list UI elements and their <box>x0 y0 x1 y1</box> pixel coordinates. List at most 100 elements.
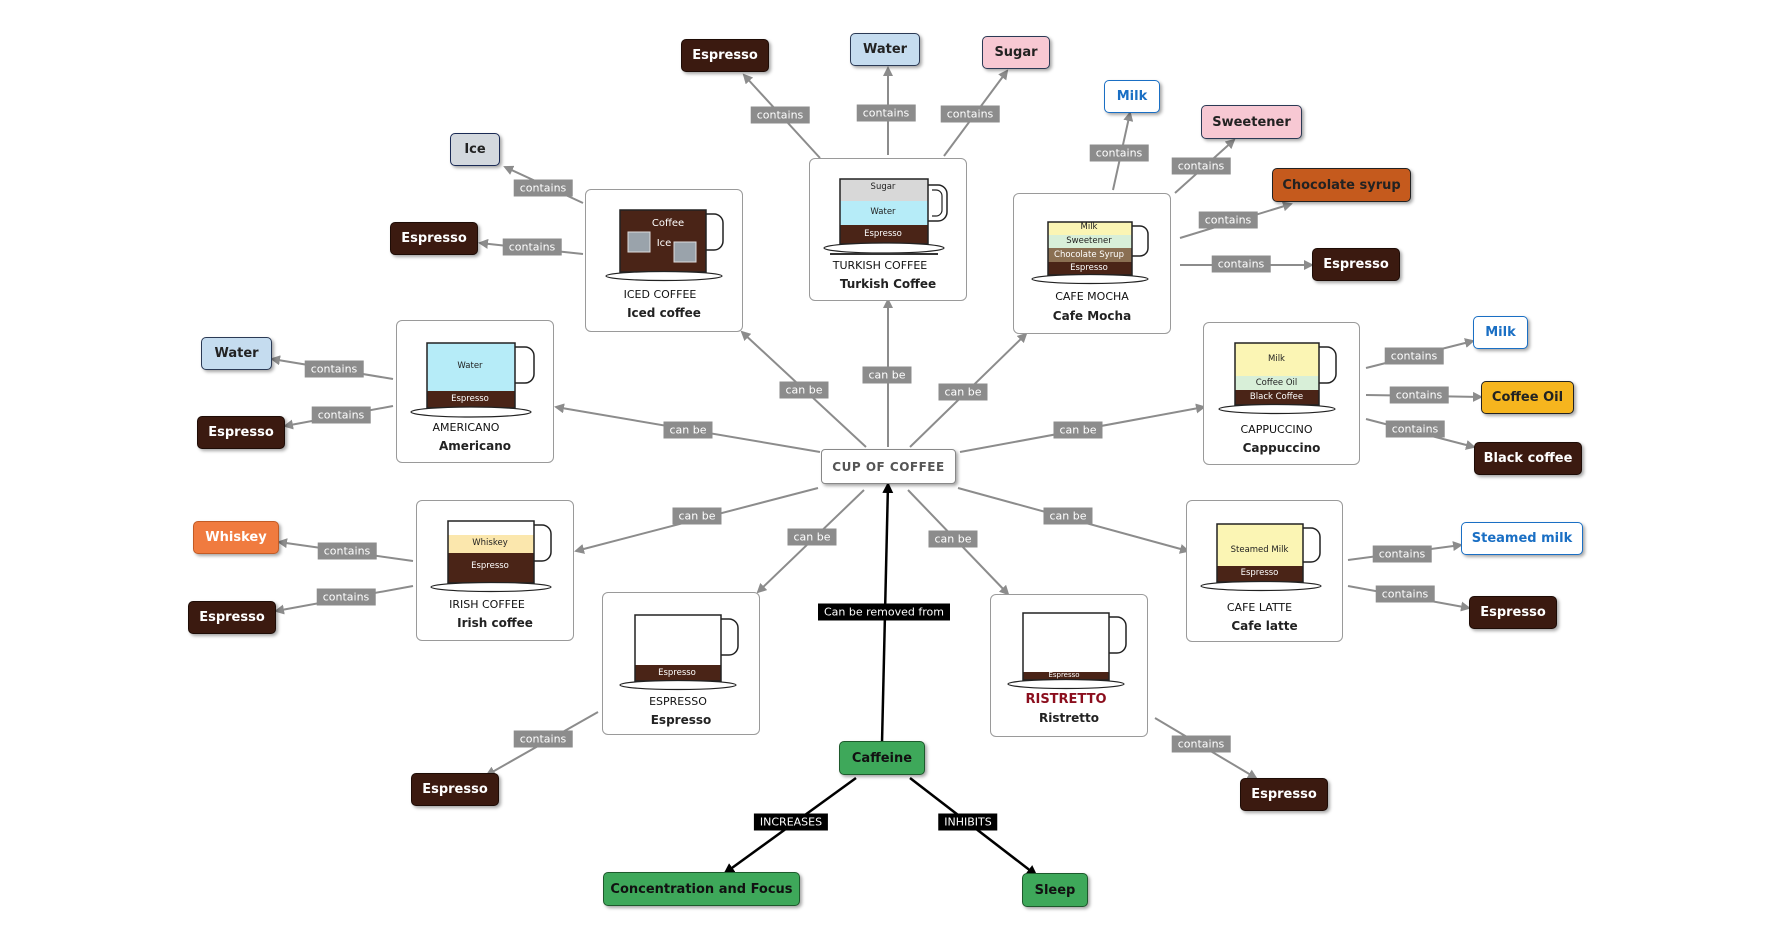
edge-label-contains: contains <box>304 360 364 378</box>
turkish-ingredient-water[interactable]: Water <box>850 33 920 66</box>
mocha-layer-espresso: Espresso <box>1070 263 1108 273</box>
iced-caption-upper: ICED COFFEE <box>623 288 697 301</box>
latte-layer-steamedmilk: Steamed Milk <box>1230 545 1289 555</box>
turkish-caption-upper: TURKISH COFFEE <box>832 259 928 272</box>
turkish-cup-icon <box>823 178 948 255</box>
edge-label-contains: contains <box>1389 386 1449 404</box>
cappuccino-caption-upper: CAPPUCCINO <box>1240 423 1313 436</box>
edge-label-increases: INCREASES <box>753 813 829 831</box>
cup-of-coffee-label: CUP OF COFFEE <box>832 459 945 474</box>
cappuccino-layer-coffeeoil: Coffee Oil <box>1255 378 1298 388</box>
ingredient-label: Espresso <box>422 782 488 797</box>
mocha-ingredient-milk[interactable]: Milk <box>1104 80 1160 113</box>
drink-card-irish[interactable]: Whiskey Espresso IRISH COFFEE Irish coff… <box>416 500 574 641</box>
ingredient-label: Espresso <box>1251 787 1317 802</box>
iced-caption: Iced coffee <box>627 306 701 320</box>
edge-label-inhibits: INHIBITS <box>938 813 998 831</box>
americano-caption: Americano <box>439 439 511 453</box>
americano-ingredient-water[interactable]: Water <box>201 337 272 370</box>
mocha-layer-milk: Milk <box>1080 222 1098 232</box>
latte-ingredient-steamed-milk[interactable]: Steamed milk <box>1461 522 1583 555</box>
drink-card-espresso[interactable]: Espresso ESPRESSO Espresso <box>602 592 760 735</box>
cappuccino-layer-blackcoffee: Black Coffee <box>1249 392 1304 402</box>
cappuccino-ingredient-black-coffee[interactable]: Black coffee <box>1474 442 1582 475</box>
espresso-layer-espresso: Espresso <box>658 668 696 678</box>
irish-caption-upper: IRISH COFFEE <box>449 598 525 611</box>
edge-label-can-be: can be <box>1053 421 1103 439</box>
ristretto-caption: Ristretto <box>1038 711 1099 725</box>
ristretto-layer-espresso: Espresso <box>1048 671 1080 679</box>
americano-layer-water: Water <box>457 361 483 371</box>
ristretto-ingredient-espresso[interactable]: Espresso <box>1240 778 1328 811</box>
drink-card-americano[interactable]: Water Espresso AMERICANO Americano <box>396 320 554 463</box>
edge-label-contains: contains <box>311 406 371 424</box>
turkish-ingredient-sugar[interactable]: Sugar <box>982 36 1050 69</box>
edge-label-contains: contains <box>316 588 376 606</box>
edge-label-contains: contains <box>1375 585 1435 603</box>
edge-label-contains: contains <box>1384 347 1444 365</box>
mocha-ingredient-chocolate-syrup[interactable]: Chocolate syrup <box>1272 168 1411 202</box>
iced-ingredient-espresso[interactable]: Espresso <box>390 222 478 255</box>
drink-card-latte[interactable]: Steamed Milk Espresso CAFE LATTE Cafe la… <box>1186 500 1343 642</box>
drink-card-iced[interactable]: Coffee Ice ICED COFFEE Iced coffee <box>585 189 743 332</box>
mocha-layer-chocolate: Chocolate Syrup <box>1054 250 1124 260</box>
ingredient-label: Water <box>862 42 908 57</box>
cappuccino-ingredient-coffee-oil[interactable]: Coffee Oil <box>1481 381 1574 414</box>
latte-caption-upper: CAFE LATTE <box>1226 601 1293 614</box>
cup-of-coffee-node[interactable]: CUP OF COFFEE <box>821 449 956 484</box>
mocha-ingredient-espresso[interactable]: Espresso <box>1312 248 1400 281</box>
drink-card-turkish[interactable]: Sugar Water Espresso TURKISH COFFEE Turk… <box>809 158 967 301</box>
latte-caption: Cafe latte <box>1231 619 1298 633</box>
irish-cup-icon <box>430 520 552 593</box>
americano-ingredient-espresso[interactable]: Espresso <box>197 416 285 449</box>
edge-label-can-be: can be <box>862 366 912 384</box>
ristretto-cup-icon <box>1007 612 1127 690</box>
edge-label-contains: contains <box>750 106 810 124</box>
espresso-ingredient-espresso[interactable]: Espresso <box>411 773 499 806</box>
edge-label-contains: contains <box>1211 255 1271 273</box>
edge-label-contains: contains <box>1198 211 1258 229</box>
concentration-node[interactable]: Concentration and Focus <box>603 872 800 906</box>
cappuccino-caption: Cappuccino <box>1242 441 1321 455</box>
ingredient-label: Espresso <box>401 231 467 246</box>
ingredient-label: Black coffee <box>1483 451 1573 466</box>
sleep-node[interactable]: Sleep <box>1022 873 1088 907</box>
ingredient-label: Sugar <box>994 45 1038 60</box>
edge-label-contains: contains <box>1385 420 1445 438</box>
edge-label-contains: contains <box>1089 144 1149 162</box>
ristretto-caption-upper: RISTRETTO <box>1025 692 1107 707</box>
edge-label-can-be-removed-from: Can be removed from <box>818 603 950 621</box>
cappuccino-ingredient-milk[interactable]: Milk <box>1473 316 1528 349</box>
turkish-layer-espresso: Espresso <box>864 229 902 239</box>
mocha-ingredient-sweetener[interactable]: Sweetener <box>1201 105 1302 139</box>
edge-label-contains: contains <box>513 179 573 197</box>
turkish-ingredient-espresso[interactable]: Espresso <box>681 39 769 72</box>
caffeine-node[interactable]: Caffeine <box>839 741 925 775</box>
edge-label-can-be: can be <box>928 530 978 548</box>
edge-label-contains: contains <box>317 542 377 560</box>
mocha-caption-upper: CAFE MOCHA <box>1055 290 1129 303</box>
mocha-cup-icon <box>1031 221 1149 285</box>
irish-ingredient-espresso[interactable]: Espresso <box>188 601 276 634</box>
ingredient-label: Espresso <box>1480 605 1546 620</box>
ingredient-label: Coffee Oil <box>1491 390 1564 405</box>
drink-card-cappuccino[interactable]: Milk Coffee Oil Black Coffee CAPPUCCINO … <box>1203 322 1360 465</box>
drink-card-ristretto[interactable]: Espresso RISTRETTO Ristretto <box>990 594 1148 737</box>
latte-ingredient-espresso[interactable]: Espresso <box>1469 596 1557 629</box>
drink-card-mocha[interactable]: Milk Sweetener Chocolate Syrup Espresso … <box>1013 193 1171 334</box>
edge-label-contains: contains <box>1372 545 1432 563</box>
edge-label-contains: contains <box>1171 735 1231 753</box>
ingredient-label: Chocolate syrup <box>1282 177 1401 193</box>
iced-cup-icon <box>605 209 724 282</box>
ingredient-label: Whiskey <box>205 530 267 545</box>
irish-caption: Irish coffee <box>457 616 533 630</box>
irish-ingredient-whiskey[interactable]: Whiskey <box>193 521 279 554</box>
latte-layer-espresso: Espresso <box>1240 568 1279 578</box>
ingredient-label: Espresso <box>199 610 265 625</box>
cappuccino-layer-milk: Milk <box>1268 354 1285 364</box>
ingredient-label: Espresso <box>1323 257 1389 272</box>
edge-label-contains: contains <box>513 730 573 748</box>
iced-ingredient-ice[interactable]: Ice <box>450 133 500 166</box>
edge-label-contains: contains <box>1171 157 1231 175</box>
